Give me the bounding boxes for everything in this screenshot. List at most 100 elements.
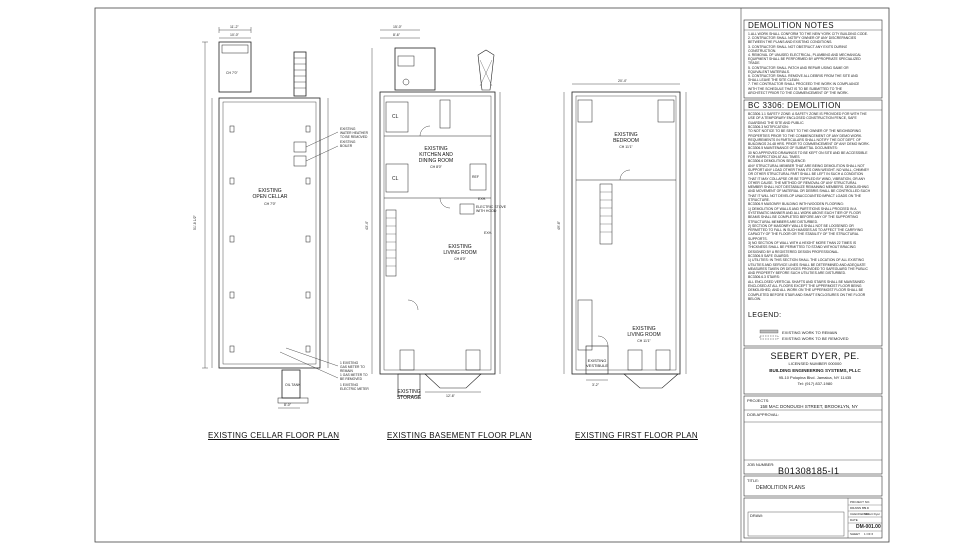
dob-approval-label: DOB APPROVAL:: [747, 412, 779, 417]
basement-storage-2: STORAGE: [397, 395, 422, 401]
cellar-dim-top: 11'-2": [230, 25, 239, 29]
basement-kitchen-2: KITCHEN AND: [419, 152, 453, 158]
bc3306-note-line: BC3306.1.1 SAFETY ZONE: A SAFETY ZONE IS…: [748, 112, 867, 116]
bc3306-note-line: BUILDINGS 24-48 HRS. PRIOR TO COMMENCEME…: [748, 142, 870, 147]
bc3306-note-line: COMPLETED BEFORE STAIR AND SHAFT ENCLOSU…: [748, 292, 866, 297]
first-dim-side: 49'-6": [557, 220, 561, 230]
first-vestibule-2: VESTIBULE: [586, 363, 608, 368]
bc3306-note-line: PERMITTED TO FALL IN SUCH MASSES AS TO A…: [748, 228, 863, 233]
legend-heading: LEGEND:: [748, 312, 782, 319]
bc3306-note-line: TO NOT NOTICE TO BE SENT TO THE OWNER OF…: [748, 129, 861, 134]
note-water-3: TO BE REMOVED: [340, 135, 368, 139]
first-room-labels: EXISTING BEDROOM CH 11'1" EXISTING LIVIN…: [586, 132, 661, 368]
bc3306-note-line: PROPERTIES PRIOR TO THE COMMENCEMENT OF …: [748, 133, 863, 138]
first-living-2: LIVING ROOM: [627, 332, 660, 338]
cellar-plan-title: EXISTING CELLAR FLOOR PLAN: [208, 431, 340, 440]
date-label: DATE: [850, 518, 858, 522]
bc3306-note-line: REQUIREMENTS IN PARTICULARS SHALL NOTIFY…: [748, 137, 861, 142]
bc3306-note-line: OR OTHER STRUCTURAL PART SHALL BE LEFT I…: [748, 172, 863, 177]
basement-annotations: CL CL REF EXH. EXH. ELECTRIC STOVE WITH …: [392, 114, 507, 235]
bc3306-note-line: THICKNESS SHALL BE PERMITTED TO STAND WI…: [748, 245, 856, 250]
demolition-note-line: EQUIVALENT MATERIALS.: [748, 69, 791, 74]
bc3306-note-line: SUPPORT ANY LOAD OTHER THAN ITS OWN WEIG…: [748, 167, 870, 172]
bc3306-note-line: MEMBER SHALL NOT DESTABILIZE REMAINING M…: [748, 185, 869, 190]
checked-by-value: Sebert Dyer: [864, 512, 881, 516]
drawing-label: DRAW:: [750, 513, 764, 518]
bc3306-note-line: SYSTEMATIC MANNER AND ALL WORK ABOVE EAC…: [748, 210, 861, 215]
project-no-label: PROJECT NO.: [850, 500, 871, 504]
bc3306-note-line: ANY STRUCTURAL MEMBER THAT ARE BEING DEM…: [748, 163, 865, 168]
bc3306-note-line: OTHER CAUSE. THE METHOD OF REMOVAL OF AN…: [748, 180, 857, 185]
sheet-title: DEMOLITION PLANS: [756, 485, 805, 491]
note-water-2: WATER HEATHER: [340, 131, 369, 135]
basement-closet-1: CL: [392, 114, 399, 120]
note-gas-4: 1 GAS METER TO: [340, 373, 368, 377]
basement-kitchen-3: DINING ROOM: [419, 158, 453, 164]
firm-address: 95-10 Polopina Blvd. Jamaica, NY 11435: [778, 375, 852, 380]
basement-exh-2: EXH.: [484, 231, 492, 235]
first-vestibule-1: EXISTING: [588, 358, 607, 363]
basement-dims: 15'-0" 8'-6" 43'-4" 12'-6": [365, 25, 456, 398]
sheet-of: 1 OF 6: [864, 532, 874, 536]
note-water-1: EXISTING: [340, 127, 356, 131]
oil-tank-label: OIL TANK: [285, 383, 301, 387]
demolition-note-line: BETWEEN THE PLANS AND EXISTING CONDITION…: [748, 40, 833, 45]
project-label: PROJECTS:: [747, 398, 770, 403]
basement-stove-1: ELECTRIC STOVE: [476, 205, 507, 209]
demolition-note-line: ARCHITECT PRIOR TO THE COMMENCEMENT OF T…: [748, 90, 849, 95]
demolition-note-line: CONSTRUCTION.: [748, 48, 777, 53]
drawn-by-label: DRAWN BY: [850, 506, 867, 510]
project-address: 158 MAC DONOUGH STREET, BROOKLYN, NY: [760, 404, 858, 409]
demolition-note-line: 3. CONTRACTOR SHALL NOT OBSTRUCT ANY EXI…: [748, 44, 848, 49]
note-gas-1: 1 EXISTING: [340, 361, 359, 365]
bc3306-note-line: 1) UTILITIES: IN THIS SECTION SHALL THE …: [748, 258, 864, 263]
first-dim-top: 20'-4": [618, 79, 628, 83]
bc3306-note-line: USE OF A TEMPORARY ENCLOSED CONSTRUCTION…: [748, 116, 857, 121]
note-gas-3: REMAIN: [340, 369, 353, 373]
demolition-note-line: 4. REMOVAL OF UNUSED ELECTRICAL, PLUMBIN…: [748, 53, 862, 57]
bc3306-note-line: ENCLOSED AT ALL FLOORS EXCEPT THE UPPERM…: [748, 284, 862, 288]
basement-dim-top: 15'-0": [393, 25, 403, 29]
sheet-border: [94, 7, 890, 543]
basement-exh-1: EXH.: [478, 197, 486, 201]
demolition-note-line: WITH THE SCHEDULE THAT IS TO BE SUBMITTE…: [748, 86, 843, 91]
bc3306-note-line: GUARDING THE SITE AND PUBLIC.: [748, 120, 805, 125]
bc3306-note-line: BC3306.5 MAINTENANCE OF SUBMITTAL DOCUME…: [748, 146, 838, 151]
basement-kitchen-ch: CH 8'0": [430, 165, 443, 169]
bc3306-note-line: UTILITIES AND SERVICE LINES SHALL BE DET…: [748, 262, 866, 267]
first-bedroom-2: BEDROOM: [613, 138, 639, 144]
demolition-note-line: 1.ALL WORK SHALL CONFORM TO THE NEW YORK…: [748, 32, 869, 36]
cellar-top-ch: CH 7'0": [226, 71, 239, 75]
note-gas-2: GAS METER TO: [340, 365, 365, 369]
job-number: B01308185-I1: [778, 466, 840, 476]
basement-ref: REF: [472, 175, 479, 179]
cellar-dim-bot: 8'-0": [284, 403, 292, 407]
job-number-label: JOB NUMBER:: [747, 462, 775, 467]
basement-room-labels: EXISTING KITCHEN AND DINING ROOM CH 8'0"…: [397, 146, 477, 401]
first-bedroom-ch: CH 11'1": [619, 145, 633, 149]
bc3306-note-line: ALL ENCLOSED VERTICAL SHAFTS AND STAIRS …: [748, 279, 865, 284]
note-boiler-2: BOILER: [340, 144, 353, 148]
bc3306-note-line: 30 NO APPROVED DRAWINGS TO BE KEPT ON SI…: [748, 150, 868, 155]
firm-name: SEBERT DYER, PE.: [770, 351, 860, 361]
bc3306-note-line: STRUCTURE.: [748, 198, 770, 202]
firm-company: BUILDING ENGINEERING SYSTEMS, PLLC: [769, 368, 861, 373]
cellar-dim-side: 51'-8 1/2": [193, 214, 197, 230]
note-elec-2: ELECTRIC METER: [340, 387, 369, 391]
bc3306-note-line: THAT IT WILL NOT DEVELOP UNACCOUNTED IMP…: [748, 193, 861, 198]
bc3306-note-line: 3) NO SECTION OF WALL WITH A HEIGHT MORE…: [748, 241, 857, 245]
bc3306-note-line: DEMOLISHED, AND ALL WORK ON THE UPPERMOS…: [748, 288, 864, 293]
titleblock-grid: [743, 19, 883, 539]
bc3306-note-line: BC3306.6.3 STAIRS:: [748, 275, 780, 280]
first-floor-plan: [563, 83, 687, 389]
cellar-notes: EXISTING WATER HEATHER TO BE REMOVED EXI…: [340, 127, 369, 391]
first-dim-bot: 3'-2": [592, 383, 600, 387]
checked-by-label: CHECKED BY: [850, 512, 870, 516]
bc3306-note-line: STRUCTURAL MEMBERS ARE DISTURBED.: [748, 219, 818, 224]
bc3306-note-line: BEAMS SHALL BE COMPLETED BEFORE ANY OF T…: [748, 215, 859, 220]
demolition-note-line: 2. CONTRACTOR SHALL NOTIFY OWNER OF ANY …: [748, 36, 857, 41]
demolition-note-line: 6. CONTRACTOR SHALL REMOVE ALL DEBRIS FR…: [748, 74, 859, 78]
note-gas-5: BE REMOVED: [340, 377, 363, 381]
